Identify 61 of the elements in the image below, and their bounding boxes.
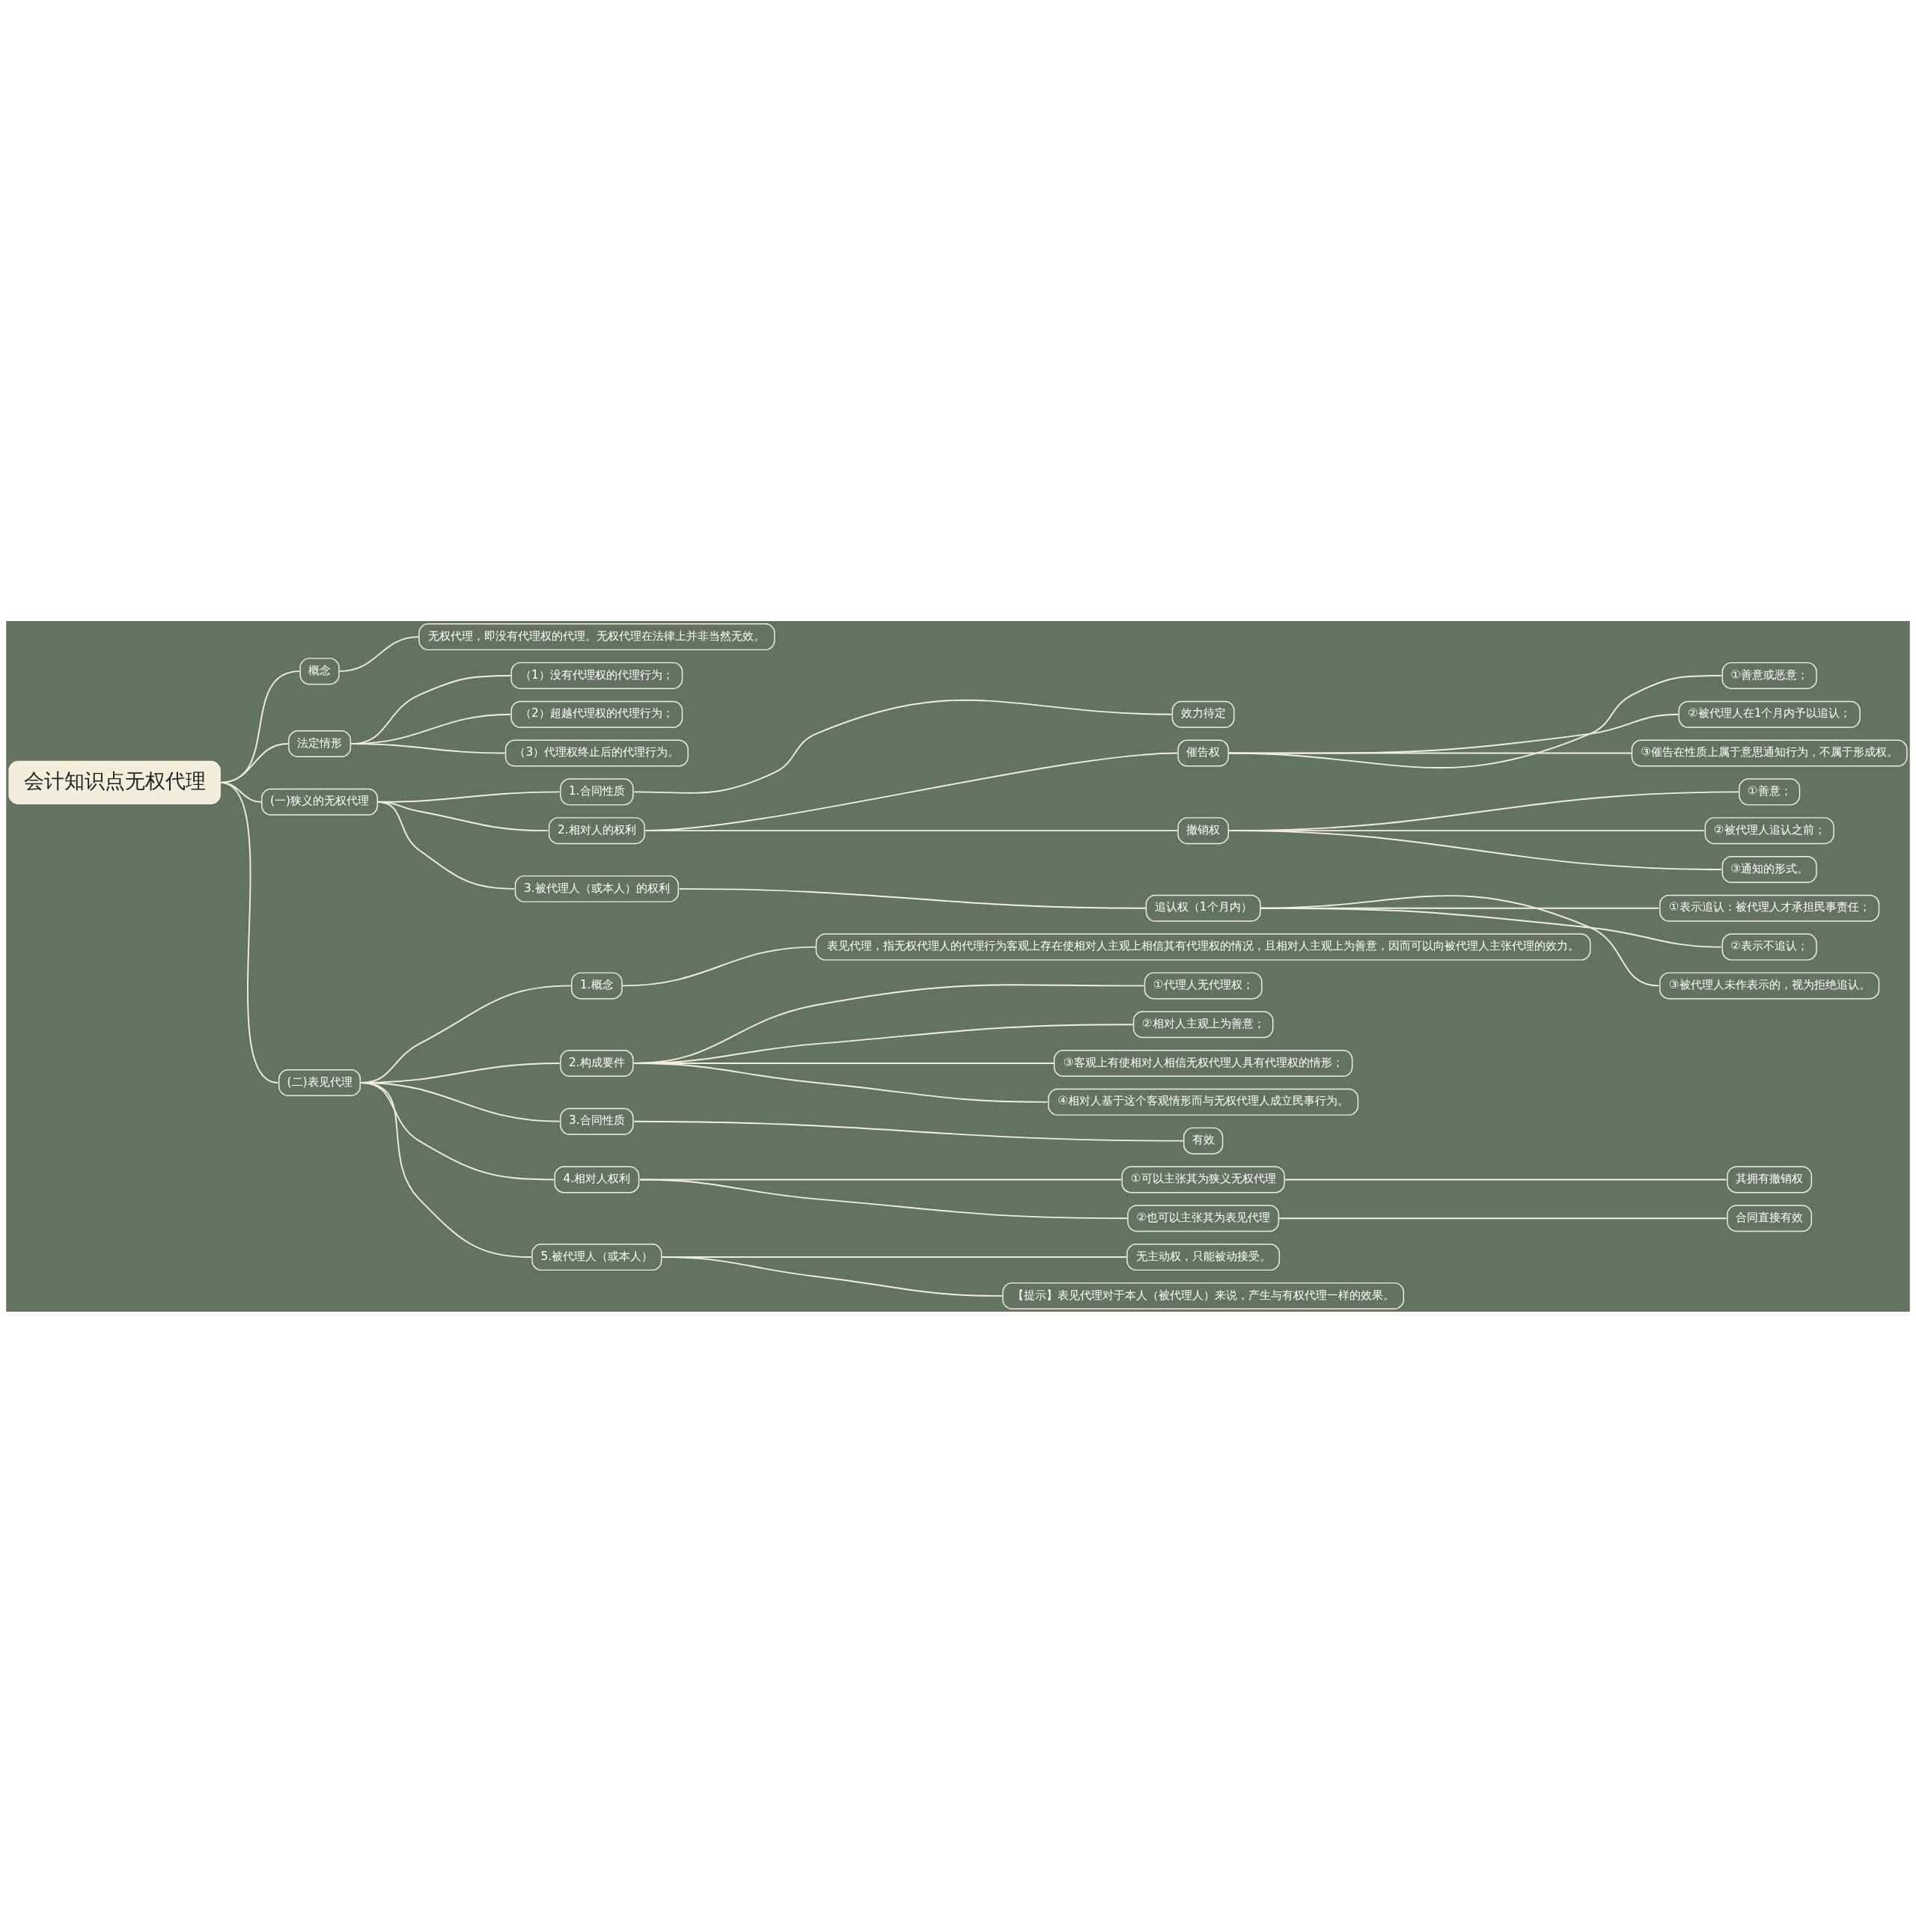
node-box: （3）代理权终止后的代理行为。 xyxy=(504,739,689,767)
node-box: 【提示】表见代理对于本人（被代理人）来说，产生与有权代理一样的效果。 xyxy=(1002,1282,1405,1309)
connector xyxy=(1278,1217,1727,1219)
connector xyxy=(338,635,420,672)
node-box: (二)表见代理 xyxy=(278,1069,361,1096)
node-box: 效力待定 xyxy=(1171,700,1235,728)
connector xyxy=(1228,674,1722,768)
connector xyxy=(1284,1179,1727,1180)
node-box: 3.合同性质 xyxy=(560,1107,634,1135)
node-box: 催告权 xyxy=(1177,739,1229,767)
node-box: （2）超越代理权的代理行为； xyxy=(510,700,683,728)
node-box: 其拥有撤销权 xyxy=(1727,1165,1813,1193)
connector xyxy=(376,801,515,890)
node-box: 表见代理，指无权代理人的代理行为客观上存在使相对人主观上相信其有代理权的情况，且相对人主观上为善意，因而可以向被代理人主张代理的效力。 xyxy=(815,933,1591,961)
node-box: 5.被代理人（或本人） xyxy=(531,1243,662,1271)
node-box: 4.相对人权利 xyxy=(554,1165,640,1193)
node-box: 合同直接有效 xyxy=(1727,1204,1813,1232)
connector xyxy=(633,1120,1184,1142)
connector xyxy=(678,887,1147,909)
connector xyxy=(1260,894,1660,986)
node-box: ②被代理人在1个月内予以追认； xyxy=(1678,700,1861,728)
connector xyxy=(1228,752,1633,753)
node-box: （1）没有代理权的代理行为； xyxy=(510,661,683,689)
node-box: ③被代理人未作表示的，视为拒绝追认。 xyxy=(1659,971,1880,999)
node-box: 3.被代理人（或本人）的权利 xyxy=(514,875,679,902)
connector xyxy=(639,1179,1128,1219)
connector xyxy=(360,1081,533,1258)
node-box: ②被代理人追认之前； xyxy=(1704,816,1834,844)
node-box: 无主动权，只能被动接受。 xyxy=(1126,1243,1281,1271)
node-box: ①善意； xyxy=(1739,777,1801,805)
node-box: 撤销权 xyxy=(1177,816,1229,844)
node-box: ②也可以主张其为表见代理 xyxy=(1127,1204,1280,1232)
node-box: ③客观上有使相对人相信无权代理人具有代理权的情形； xyxy=(1053,1049,1353,1077)
connector xyxy=(633,699,1173,794)
connector xyxy=(644,752,1179,831)
node-box: ①代理人无代理权； xyxy=(1144,971,1263,999)
connector xyxy=(1228,829,1722,870)
node-box: 2.构成要件 xyxy=(560,1049,634,1077)
node-box: 会计知识点无权代理 xyxy=(8,760,221,804)
node-box: ①善意或恶意； xyxy=(1721,661,1817,689)
node-box: 1.合同性质 xyxy=(560,777,634,805)
node-box: 追认权（1个月内） xyxy=(1145,894,1261,922)
node-box: 法定情形 xyxy=(288,730,352,757)
node-box: 1.概念 xyxy=(571,971,623,999)
node-box: ③催告在性质上属于意思通知行为，不属于形成权。 xyxy=(1631,739,1908,767)
node-box: 有效 xyxy=(1183,1127,1224,1155)
node-box: 2.相对人的权利 xyxy=(548,816,645,844)
connector xyxy=(350,742,506,753)
node-box: ②相对人主观上为善意； xyxy=(1132,1010,1274,1038)
node-box: ③通知的形式。 xyxy=(1721,855,1817,883)
connector xyxy=(661,1256,1003,1297)
node-box: ①表示追认：被代理人才承担民事责任； xyxy=(1659,894,1880,922)
connector xyxy=(644,829,1179,831)
node-box: 概念 xyxy=(299,657,340,685)
connector xyxy=(1228,713,1679,754)
node-box: 无权代理，即没有代理权的代理。无权代理在法律上并非当然无效。 xyxy=(418,623,775,650)
node-box: (一)狭义的无权代理 xyxy=(261,788,378,816)
node-box: ②表示不追认； xyxy=(1721,933,1817,961)
node-box: ①可以主张其为狭义无权代理 xyxy=(1121,1165,1285,1193)
connector xyxy=(621,946,817,986)
node-box: ④相对人基于这个客观情形而与无权代理人成立民事行为。 xyxy=(1048,1088,1359,1116)
